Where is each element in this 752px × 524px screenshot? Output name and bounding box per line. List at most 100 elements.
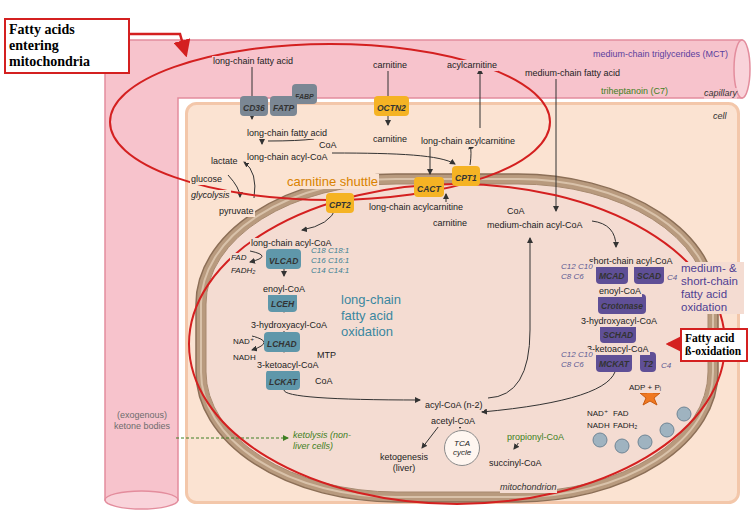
- label-holder: long-chain fatty acid: [212, 50, 294, 68]
- label-holder: long-chain fatty acid: [246, 122, 328, 140]
- label-holder: C12 C10 C8 C6: [560, 350, 594, 370]
- pathway-label: CoA: [318, 140, 338, 151]
- pathway-label: carnitine: [372, 60, 408, 71]
- label-holder: (exogenous) ketone bodies: [110, 410, 174, 432]
- label-holder: C4: [666, 266, 678, 284]
- enzyme-box: CPT1: [452, 166, 480, 186]
- pathway-label: NAD⁺: [232, 337, 255, 347]
- pathway-label: carnitine: [372, 134, 408, 145]
- label-holder: C18 C18:1 C16 C16:1 C14 C14:1: [310, 246, 352, 276]
- label-holder: carnitine shuttle: [286, 172, 379, 190]
- enzyme-box: Crotonase: [598, 294, 646, 314]
- etc-complex: [677, 407, 691, 421]
- label-holder: long-chain acylcarnitine: [368, 196, 464, 214]
- label-holder: 3-ketoacyl-CoA: [256, 354, 320, 372]
- pathway-label: glucose: [190, 174, 223, 185]
- pathway-label: FADH₂: [612, 421, 638, 431]
- node-label: OCTN2: [377, 103, 406, 114]
- enzyme-box: CACT: [414, 177, 444, 197]
- region-label: capillary: [704, 88, 737, 99]
- pathway-label: succinyl-CoA: [488, 458, 543, 469]
- pathway-label: FADH₂: [230, 266, 256, 276]
- node-label: VLCAD: [269, 256, 298, 267]
- pathway-label: enoyl-CoA: [262, 284, 306, 295]
- node-label: LCHAD: [267, 339, 297, 350]
- etc-complex: [660, 423, 674, 437]
- etc-complex: [638, 435, 652, 449]
- callout-box: Fatty acids entering mitochondria: [4, 18, 130, 74]
- pathway-label: CoA: [506, 206, 526, 217]
- label-holder: carnitine: [372, 128, 408, 146]
- node-label: CPT2: [329, 200, 351, 211]
- label-holder: glucose: [190, 168, 223, 186]
- label-holder: glycolysis: [190, 184, 231, 202]
- node-label: MCKAT: [599, 359, 629, 370]
- label-holder: NAD⁺: [586, 402, 609, 420]
- enzyme-box: MCAD: [596, 264, 628, 284]
- callout-text: Fatty acids entering mitochondria: [9, 22, 125, 70]
- label-holder: acylcarnitine: [446, 54, 498, 72]
- label-holder: succinyl-CoA: [488, 452, 543, 470]
- callout-text: Fatty acid ß-oxidation: [685, 332, 743, 358]
- pathway-label: acylcarnitine: [446, 60, 498, 71]
- label-holder: medium-chain acyl-CoA: [486, 214, 584, 232]
- pathway-label: C12 C10 C8 C6: [560, 262, 594, 282]
- mcfa-arrow: [556, 75, 557, 211]
- enzyme-box: FATP: [270, 96, 297, 116]
- pathway-label: ketolysis (non-liver cells): [292, 430, 364, 452]
- label-holder: acyl-CoA (n-2): [424, 394, 484, 412]
- pathway-label: medium- & short-chain fatty acid oxidati…: [680, 262, 744, 314]
- pathway-label: carnitine: [432, 218, 468, 229]
- node-label: SCAD: [637, 271, 661, 282]
- enzyme-box: LCKAT: [266, 370, 300, 390]
- pathway-label: propionyl-CoA: [506, 432, 565, 443]
- pathway-label: (exogenous) ketone bodies: [110, 410, 174, 432]
- pathway-label: long-chain fatty acid: [212, 56, 294, 67]
- label-holder: CoA: [314, 370, 334, 388]
- label-holder: C4: [660, 354, 672, 372]
- label-holder: ketolysis (non-liver cells): [292, 430, 364, 452]
- pathway-label: long-chain fatty acid: [246, 128, 328, 139]
- label-holder: short-chain acyl-CoA: [588, 250, 674, 268]
- label-holder: acetyl-CoA: [430, 410, 476, 428]
- to-cact-arrow: [430, 143, 431, 174]
- pathway-label: medium-chain acyl-CoA: [486, 220, 584, 231]
- pathway-label: 3-ketoacyl-CoA: [586, 344, 650, 355]
- enzyme-box: SCAD: [634, 264, 664, 284]
- label-holder: lactate: [210, 150, 239, 168]
- enzyme-box: VLCAD: [266, 249, 301, 269]
- enzyme-box: LCEH: [268, 292, 297, 312]
- label-holder: medium-chain fatty acid: [524, 62, 621, 80]
- label-holder: long-chain fatty acid oxidation: [340, 292, 420, 340]
- enzyme-box: T2: [640, 352, 656, 372]
- pathway-label: long-chain acyl-CoA: [246, 152, 329, 163]
- label-holder: CoA: [506, 200, 526, 218]
- node-label: TCA cycle: [445, 439, 479, 457]
- label-holder: ADP + Pᵢ: [628, 376, 662, 394]
- label-holder: medium- & short-chain fatty acid oxidati…: [680, 262, 744, 314]
- region-label: cell: [713, 111, 727, 122]
- node-label: MCAD: [599, 271, 625, 282]
- label-holder: C12 C10 C8 C6: [560, 262, 594, 282]
- pathway-label: medium-chain triglycerides (MCT): [592, 49, 729, 60]
- ketone-arrow: [176, 438, 288, 439]
- pathway-label: lactate: [210, 156, 239, 167]
- pathway-label: 3-ketoacyl-CoA: [256, 360, 320, 371]
- pathway-label: 3-hydroxyacyl-CoA: [580, 316, 658, 327]
- node-label: CD36: [243, 103, 265, 114]
- pathway-label: CoA: [314, 376, 334, 387]
- node-label: LCEH: [271, 299, 294, 310]
- label-holder: propionyl-CoA: [506, 426, 565, 444]
- pathway-label: NADH: [586, 421, 611, 431]
- pathway-label: acyl-CoA (n-2): [424, 400, 484, 411]
- label-holder: triheptanoin (C7): [600, 80, 669, 98]
- acylcarnitine-export-arrow: [480, 69, 481, 128]
- pathway-label: 3-hydroxyacyl-CoA: [250, 320, 328, 331]
- etc-complex: [593, 433, 607, 447]
- label-holder: NAD⁺: [232, 330, 255, 348]
- pathway-label: long-chain acylcarnitine: [368, 202, 464, 213]
- enzyme-box: OCTN2: [374, 96, 409, 116]
- pathway-label: short-chain acyl-CoA: [588, 256, 674, 267]
- pathway-label: pyruvate: [218, 206, 255, 217]
